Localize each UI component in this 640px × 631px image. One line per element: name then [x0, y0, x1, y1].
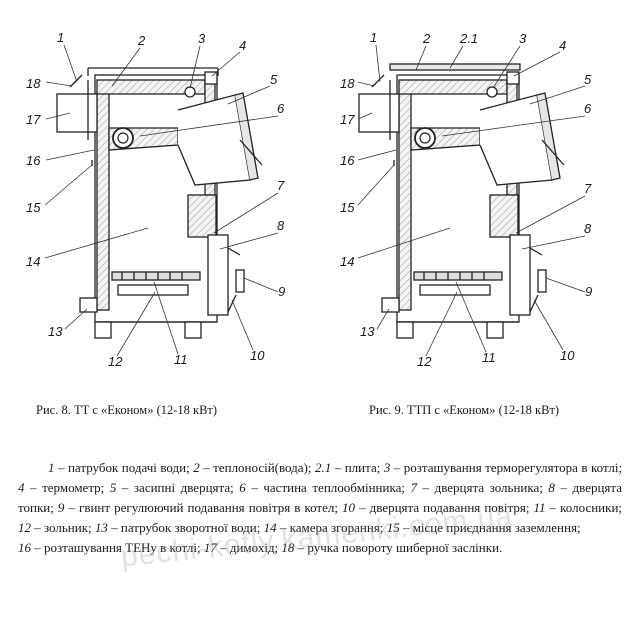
legend-item: 4 – термометр;: [18, 480, 105, 495]
part-label: 9: [585, 284, 592, 299]
heat-exchanger-core: [117, 132, 129, 144]
figure-9-drawing: 1 2 2.1 3 4 5 6 7 8 9 10 11 12 13 14 15 …: [340, 30, 592, 369]
parts-legend: 1 – патрубок подачі води; 2 – теплоносій…: [18, 458, 622, 558]
leader-lines: [44, 44, 279, 357]
legend-item: 17 – димохід;: [203, 540, 279, 555]
part-label: 16: [340, 153, 355, 168]
figure-9: 1 2 2.1 3 4 5 6 7 8 9 10 11 12 13 14 15 …: [320, 0, 640, 400]
heat-exchanger-core: [419, 132, 431, 144]
legend-item: 12 – зольник;: [18, 520, 92, 535]
part-label: 8: [277, 218, 285, 233]
legend-item: 1 – патрубок подачі води;: [48, 460, 190, 475]
part-label: 12: [417, 354, 432, 369]
part-label: 12: [108, 354, 123, 369]
part-label: 4: [239, 38, 246, 53]
part-label: 11: [174, 352, 188, 367]
part-label: 5: [584, 72, 592, 87]
part-label: 6: [584, 101, 592, 116]
part-label: 8: [584, 221, 592, 236]
part-label: 17: [340, 112, 355, 127]
legend-item: 6 – частина теплообмінника;: [239, 480, 405, 495]
part-label: 18: [26, 76, 41, 91]
legend-item: 2.1 – плита;: [315, 460, 381, 475]
part-label: 9: [278, 284, 285, 299]
figure-8-caption: Рис. 8. ТТ с «Економ» (12-18 кВт): [36, 403, 218, 417]
legend-item: 2 – теплоносій(вода);: [193, 460, 312, 475]
part-label: 6: [277, 101, 285, 116]
part-label: 16: [26, 153, 41, 168]
legend-paragraph-1: 1 – патрубок подачі води; 2 – теплоносій…: [18, 458, 622, 538]
legend-paragraph-2: 16 – розташування ТЕНу в котлі; 17 – дим…: [18, 538, 622, 558]
legend-item: 8 – дверцята топки;: [18, 480, 623, 515]
part-label: 14: [26, 254, 40, 269]
legend-item: 13 – патрубок зворотної води;: [94, 520, 261, 535]
leader-lines: [357, 44, 586, 357]
legend-item: 10 – дверцята подавання повітря;: [342, 500, 530, 515]
part-label: 15: [340, 200, 355, 215]
legend-item: 7 – дверцята зольника;: [410, 480, 543, 495]
part-label: 1: [57, 30, 64, 45]
part-label: 18: [340, 76, 355, 91]
legend-item: 16 – розташування ТЕНу в котлі;: [18, 540, 201, 555]
part-label: 13: [360, 324, 375, 339]
part-label: 2: [422, 31, 431, 46]
part-label: 15: [26, 200, 41, 215]
legend-item: 5 – засипні дверцята;: [109, 480, 234, 495]
part-label: 7: [277, 178, 285, 193]
part-label: 2: [137, 33, 146, 48]
legend-item: 11 – колосники;: [533, 500, 623, 515]
part-number-labels: 1 2 2.1 3 4 5 6 7 8 9 10 11 12 13 14 15 …: [340, 30, 592, 369]
legend-item: 9 – гвинт регулюючий подавання повітря в…: [57, 500, 338, 515]
legend-item: 15 – місце приєднання заземлення;: [386, 520, 581, 535]
part-number-labels: 1 2 3 4 5 6 7 8 9 10 11 12 13 14 15 16 1…: [26, 30, 285, 369]
figure-8: 1 2 3 4 5 6 7 8 9 10 11 12 13 14 15 16 1…: [0, 0, 320, 400]
legend-item: 3 – розташування терморегулятора в котлі…: [383, 460, 623, 475]
part-label: 4: [559, 38, 566, 53]
part-label: 3: [519, 31, 527, 46]
figure-8-drawing: 1 2 3 4 5 6 7 8 9 10 11 12 13 14 15 16 1…: [26, 30, 285, 369]
part-label: 7: [584, 181, 592, 196]
part-label: 2.1: [459, 31, 478, 46]
part-label: 17: [26, 112, 41, 127]
part-label: 3: [198, 31, 206, 46]
boiler-body: [56, 67, 263, 339]
part-label: 13: [48, 324, 63, 339]
part-label: 10: [560, 348, 575, 363]
part-label: 1: [370, 30, 377, 45]
boiler-body: [358, 63, 565, 339]
legend-item: 18 – ручка повороту шиберної заслінки.: [281, 540, 503, 555]
part-label: 11: [482, 350, 496, 365]
figure-9-caption: Рис. 9. ТТП с «Економ» (12-18 кВт): [369, 403, 560, 417]
part-label: 10: [250, 348, 265, 363]
part-label: 5: [270, 72, 278, 87]
part-label: 14: [340, 254, 354, 269]
legend-item: 14 – камера згорання;: [263, 520, 384, 535]
